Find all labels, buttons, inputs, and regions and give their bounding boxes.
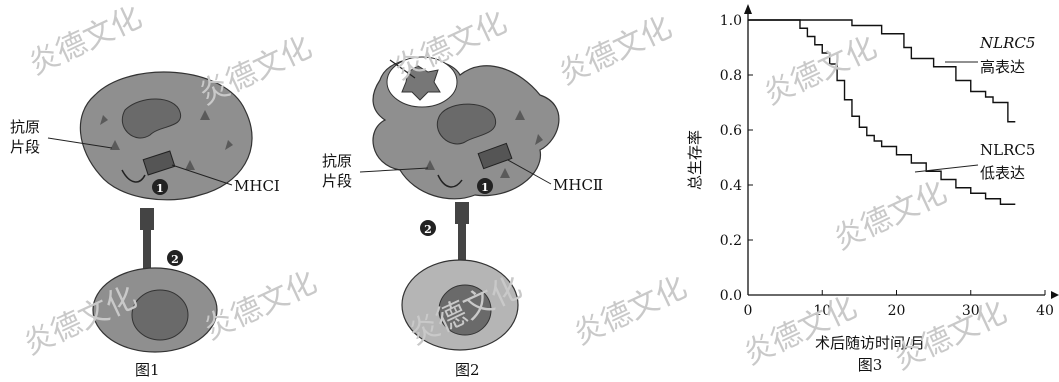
- y-tick-label: 0.0: [720, 288, 742, 304]
- legend-high-desc: 高表达: [980, 58, 1025, 76]
- y-tick-label: 0.8: [720, 68, 742, 84]
- x-axis-label: 术后随访时间/月: [815, 334, 925, 352]
- mhc-label: MHCⅡ: [553, 176, 603, 194]
- y-axis-arrow: [744, 4, 752, 14]
- y-tick-label: 1.0: [720, 13, 742, 29]
- antigen-fragment-label: 抗原: [10, 118, 40, 136]
- figure-caption: 图1: [135, 361, 160, 379]
- y-tick-label: 0.2: [720, 233, 742, 249]
- figure-1: 1 2 抗原 片段 MHCⅠ 图1: [0, 0, 310, 382]
- x-tick-label: 20: [888, 303, 906, 319]
- apc-cell-body: [80, 72, 252, 200]
- legend-low-desc: 低表达: [980, 164, 1025, 182]
- step-1-number: 1: [156, 182, 164, 195]
- figure-caption: 图2: [455, 361, 480, 379]
- receptor-stem: [458, 224, 466, 264]
- receptor-stem: [455, 202, 469, 224]
- t-cell-nucleus: [439, 285, 491, 335]
- series-line-low: [748, 20, 1015, 204]
- antigen-fragment-label: 片段: [322, 172, 352, 190]
- series-line-high: [748, 20, 1015, 122]
- x-tick-label: 10: [813, 303, 831, 319]
- antigen-fragment-label: 抗原: [322, 152, 352, 170]
- x-axis-arrow: [1051, 291, 1059, 299]
- y-axis-label: 总生存率: [686, 130, 704, 190]
- t-cell-nucleus: [132, 290, 188, 340]
- receptor-stem: [143, 230, 151, 270]
- x-tick-label: 30: [962, 303, 980, 319]
- legend-high-name: NLRC5: [979, 34, 1035, 52]
- legend-low-pointer: [915, 165, 978, 172]
- survival-chart: 总生存率 0.0 0.2 0.4 0.6 0.8 1.0 0 10 20 30 40 NLRC5 高…: [660, 0, 1059, 382]
- y-tick-label: 0.4: [720, 178, 742, 194]
- y-tick-label: 0.6: [720, 123, 742, 139]
- antigen-fragment-label: 片段: [10, 138, 40, 156]
- x-tick-label: 0: [744, 303, 753, 319]
- step-2-number: 2: [424, 223, 432, 236]
- chart-series: [748, 20, 1015, 204]
- figure-caption: 图3: [858, 356, 883, 374]
- receptor-stem: [140, 208, 154, 230]
- figure-2: 1 2 抗原 片段 MHCⅡ 图2: [310, 0, 660, 382]
- x-tick-label: 40: [1036, 303, 1054, 319]
- mhc-label: MHCⅠ: [234, 177, 280, 195]
- legend-low-name: NLRC5: [980, 141, 1035, 159]
- step-1-number: 1: [481, 181, 489, 194]
- step-2-number: 2: [171, 253, 179, 266]
